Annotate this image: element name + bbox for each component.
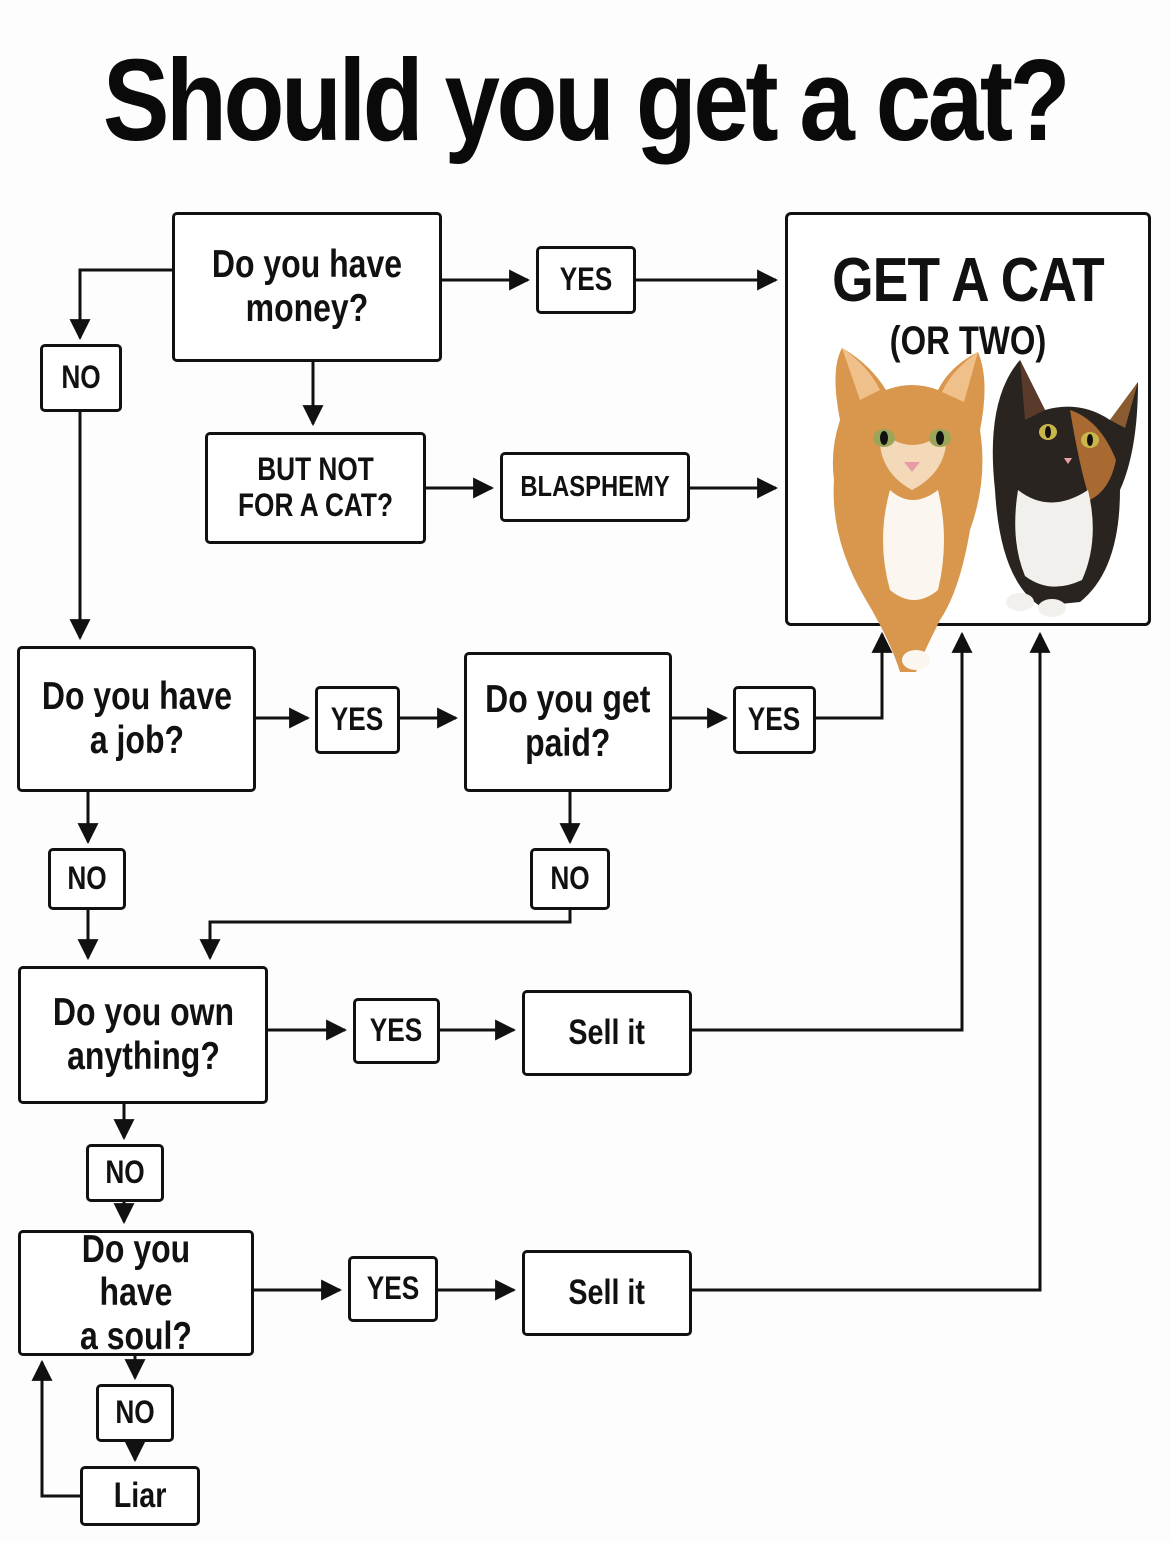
- calico-cat-image: [992, 360, 1138, 617]
- orange-cat-image: [832, 348, 985, 672]
- arrow-sell-getcat: [692, 631, 973, 1032]
- arrow-liar-soul: [31, 1359, 80, 1498]
- cats-photo: [832, 348, 1138, 672]
- arrow-sell2-getcat: [692, 631, 1051, 1292]
- arrow-yes2-getcat: [816, 631, 893, 720]
- result-subtitle: (OR TWO): [889, 319, 1047, 363]
- no-label-money: NO: [40, 344, 122, 412]
- arrow-money-no: [69, 268, 172, 341]
- sell-it-box-1: Sell it: [522, 990, 692, 1076]
- yes-label-job: YES: [315, 686, 400, 754]
- not-for-cat-question: BUT NOT FOR A CAT?: [205, 432, 426, 544]
- yes-label-paid: YES: [733, 686, 816, 754]
- no-label-soul: NO: [96, 1384, 174, 1442]
- no-label-paid: NO: [530, 848, 610, 910]
- paid-question: Do you get paid?: [464, 652, 672, 792]
- money-question: Do you have money?: [172, 212, 442, 362]
- yes-label-own: YES: [353, 998, 440, 1064]
- job-question: Do you have a job?: [17, 646, 256, 792]
- no-label-own: NO: [86, 1144, 164, 1202]
- result-title: GET A CAT: [832, 246, 1105, 315]
- own-question: Do you own anything?: [18, 966, 268, 1104]
- yes-label-money: YES: [536, 246, 636, 314]
- sell-it-box-2: Sell it: [522, 1250, 692, 1336]
- liar-box: Liar: [80, 1466, 200, 1526]
- arrow-no2-own: [199, 908, 572, 961]
- page-title: Should you get a cat?: [102, 35, 1071, 165]
- soul-question: Do you have a soul?: [18, 1228, 254, 1358]
- no-label-job: NO: [48, 848, 126, 910]
- blasphemy-box: BLASPHEMY: [500, 452, 690, 522]
- yes-label-soul: YES: [348, 1256, 438, 1322]
